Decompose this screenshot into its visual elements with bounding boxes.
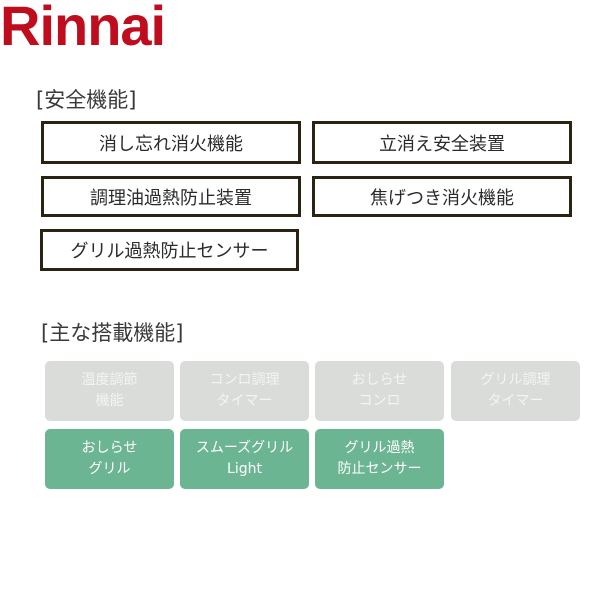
safety-item-label: 消し忘れ消火機能 xyxy=(99,133,243,155)
safety-item-scorch-shutoff: 焦げつき消火機能 xyxy=(312,176,572,217)
safety-item-flame-failure: 立消え安全装置 xyxy=(312,121,572,164)
safety-item-label: 調理油過熱防止装置 xyxy=(90,187,252,209)
feature-tile-temp-control: 温度調節 機能 xyxy=(45,361,174,421)
feature-tile-grill-overheat-sensor: グリル過熱 防止センサー xyxy=(315,429,444,489)
feature-tile-grill-timer: グリル調理 タイマー xyxy=(451,361,580,421)
safety-item-grill-sensor: グリル過熱防止センサー xyxy=(40,229,299,271)
safety-item-label: 立消え安全装置 xyxy=(379,133,505,155)
safety-item-label: 焦げつき消火機能 xyxy=(370,187,514,209)
rinnai-logo: Rinnai xyxy=(0,0,166,57)
features-heading: [主な搭載機能] xyxy=(41,321,184,345)
safety-item-oil-overheat: 調理油過熱防止装置 xyxy=(41,176,301,217)
feature-tile-notify-stove: おしらせ コンロ xyxy=(315,361,444,421)
safety-heading: [安全機能] xyxy=(36,88,137,112)
feature-tile-smooth-grill-light: スムーズグリル Light xyxy=(180,429,309,489)
feature-tile-notify-grill: おしらせ グリル xyxy=(45,429,174,489)
safety-item-label: グリル過熱防止センサー xyxy=(70,241,269,262)
safety-item-auto-shutoff: 消し忘れ消火機能 xyxy=(41,121,301,164)
feature-tile-stove-timer: コンロ調理 タイマー xyxy=(180,361,309,421)
